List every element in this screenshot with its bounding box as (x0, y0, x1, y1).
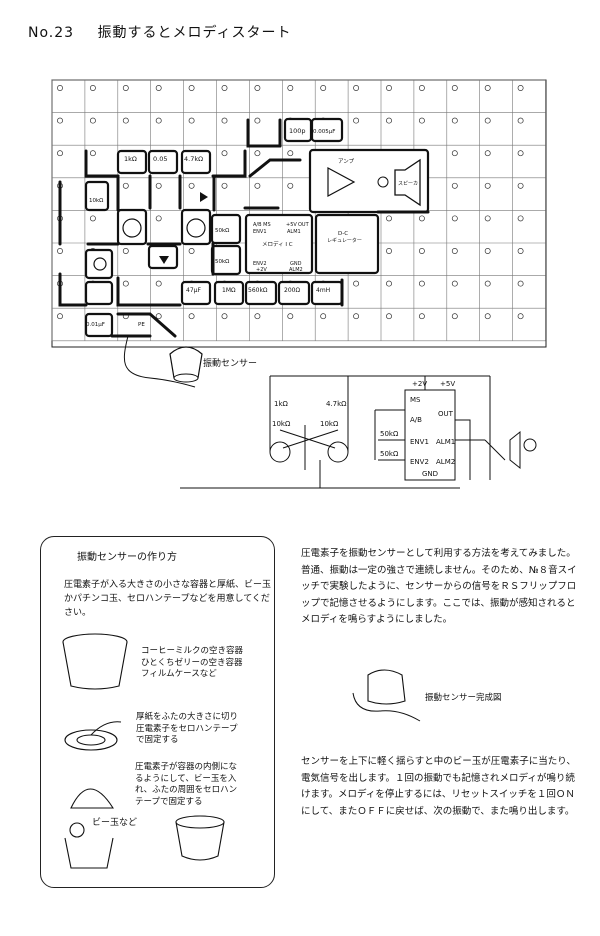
sch-r50k-a: 50kΩ (380, 430, 399, 438)
howto-intro: 圧電素子が入る大きさの小さな容器と厚紙、ビー玉かパチンコ玉、セロハンテープなどを… (64, 580, 272, 618)
sch-alm1: ALM1 (436, 438, 455, 446)
cap-005-label: 0.05 (153, 155, 167, 163)
res-1k-label: 1kΩ (124, 155, 137, 163)
ic-pins-top-label: A/B MS (253, 222, 271, 228)
howto-illustrations (62, 633, 128, 869)
sch-ms: MS (410, 396, 421, 404)
finished-cup-illustration (175, 815, 225, 861)
sch-alm2: ALM2 (436, 458, 455, 466)
melody-ic-label: メロディ I C (262, 240, 293, 248)
circuit-schematic: 1kΩ 4.7kΩ 10kΩ 10kΩ 50kΩ 50kΩ +2V +5V MS… (180, 375, 537, 489)
howto-box (40, 536, 275, 888)
sensor-illustration (123, 335, 203, 388)
sch-plus5v: +5V (440, 380, 455, 388)
sch-env2: ENV2 (410, 458, 429, 466)
sch-r10k-b: 10kΩ (320, 420, 339, 428)
sch-env1: ENV1 (410, 438, 429, 446)
env1-label: ENV1 (253, 229, 267, 235)
paragraph-intro: 圧電素子を振動センサーとして利用する方法を考えてみました。普通、振動は一定の強さ… (301, 548, 577, 626)
plus5v-label: +5V (286, 222, 297, 228)
sch-ab: A/B (410, 416, 422, 424)
res-50k-b-label: 50kΩ (215, 259, 229, 265)
dc-label: D-C (338, 231, 348, 237)
cap-47u-label: 47μF (186, 287, 201, 294)
sch-plus2v: +2V (412, 380, 427, 388)
res-560k-label: 560kΩ (248, 287, 268, 294)
sensor-label: 振動センサー (203, 359, 258, 369)
regulator-label: レギュレーター (327, 237, 362, 244)
plus2v-label: +2V (256, 267, 267, 273)
cap-0005u-label: 0.005μF (313, 129, 335, 135)
page-title: No.23 振動するとメロディスタート (28, 22, 292, 42)
sch-gnd: GND (422, 470, 438, 478)
sch-r10k-a: 10kΩ (272, 420, 291, 428)
gnd-label: GND (290, 261, 302, 267)
experiment-number: No.23 (28, 25, 75, 41)
coil-4m-label: 4mH (316, 287, 330, 294)
res-200-label: 200Ω (284, 287, 300, 294)
speaker-label: スピーカ (398, 181, 418, 187)
res-10k-label: 10kΩ (89, 198, 103, 204)
res-50k-a-label: 50kΩ (215, 228, 229, 234)
out-label: OUT (298, 222, 310, 228)
sch-r50k-b: 50kΩ (380, 450, 399, 458)
env2-label: ENV2 (253, 261, 267, 267)
completed-sensor-illustration (352, 669, 421, 722)
howto-step-3: 圧電素子が容器の内側にな るようにして、ビー玉を入 れ、ふたの周囲をセロハン テ… (135, 762, 238, 807)
paragraph-operation: センサーを上下に軽く揺らすと中のビー玉が圧電素子に当たり、電気信号を出します。１… (301, 756, 576, 817)
cap-100p-label: 100p (289, 127, 306, 135)
amp-label: アンプ (338, 158, 355, 165)
experiment-title: 振動するとメロディスタート (97, 25, 292, 41)
sch-r47k: 4.7kΩ (326, 400, 347, 408)
howto-title: 振動センサーの作り方 (77, 552, 177, 563)
sch-out: OUT (438, 410, 454, 418)
alm2-label: ALM2 (289, 267, 303, 273)
piezo-label: PE (138, 322, 145, 328)
res-1m-label: 1MΩ (222, 287, 236, 294)
alm1-label: ALM1 (287, 229, 301, 235)
board-diagram: 100p 0.005μF 1kΩ 0.05 4.7kΩ アンプ スピーカ 10k… (51, 79, 547, 348)
sch-r1k: 1kΩ (274, 400, 289, 408)
res-47k-label: 4.7kΩ (184, 155, 203, 163)
howto-step-1: コーヒーミルクの空き容器 ひとくちゼリーの空き容器 フィルムケースなど (141, 646, 244, 679)
marble-label: ビー玉など (92, 818, 138, 828)
completed-sensor-label: 振動センサー完成図 (425, 693, 502, 703)
cap-001-label: 0.01μF (86, 322, 105, 328)
howto-step-2: 厚紙をふたの大きさに切り 圧電素子をセロハンテープ で固定する (136, 712, 239, 745)
